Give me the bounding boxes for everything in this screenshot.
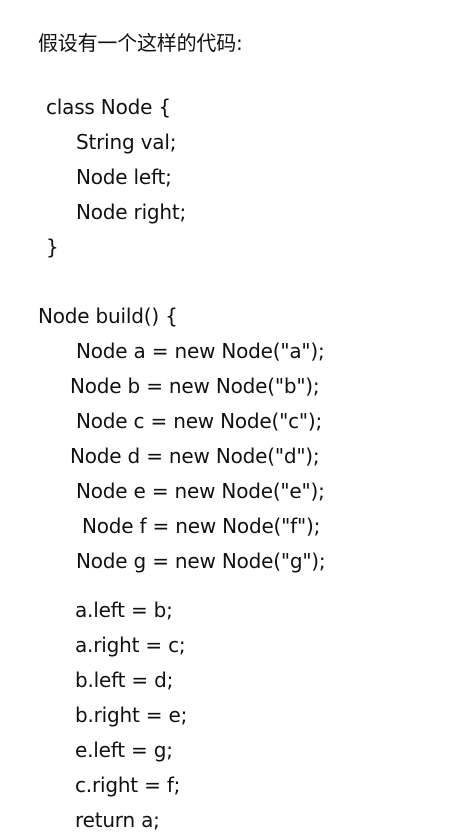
class-field-line: Node right; xyxy=(76,200,187,224)
class-field-line: String val; xyxy=(76,130,177,154)
build-code-line: Node f = new Node("f"); xyxy=(82,514,321,538)
link-code-line: c.right = f; xyxy=(75,773,181,797)
link-code-line: e.left = g; xyxy=(75,738,173,762)
link-code-line: b.left = d; xyxy=(75,668,174,692)
class-declaration-line: class Node { xyxy=(46,95,171,119)
intro-text: 假设有一个这样的代码: xyxy=(38,31,243,55)
build-code-line: Node c = new Node("c"); xyxy=(76,409,323,433)
class-closing-brace: } xyxy=(46,235,59,259)
build-code-line: Node b = new Node("b"); xyxy=(70,374,320,398)
link-code-line: a.left = b; xyxy=(75,598,173,622)
link-code-line: b.right = e; xyxy=(75,703,188,727)
build-code-line: Node a = new Node("a"); xyxy=(76,339,325,363)
class-field-line: Node left; xyxy=(76,165,172,189)
build-code-line: Node g = new Node("g"); xyxy=(76,549,326,573)
link-code-line: a.right = c; xyxy=(75,633,186,657)
return-line: return a; xyxy=(75,808,160,832)
build-method-header: Node build() { xyxy=(38,304,178,328)
build-code-line: Node d = new Node("d"); xyxy=(70,444,320,468)
build-code-line: Node e = new Node("e"); xyxy=(76,479,325,503)
